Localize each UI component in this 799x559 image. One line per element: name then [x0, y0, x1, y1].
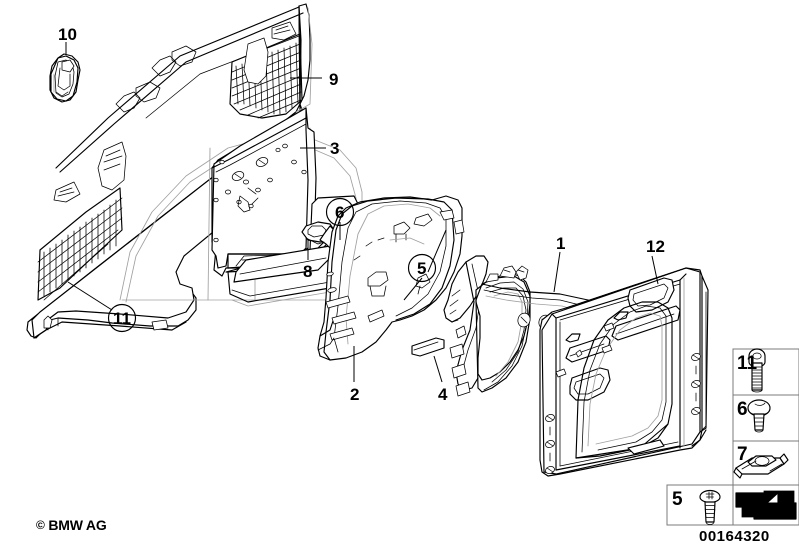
bracket-fastener-holes	[213, 143, 307, 243]
part-12-inner-frame	[539, 267, 709, 477]
callout-4: 4	[438, 385, 448, 404]
spring-nut-clip-icon	[733, 453, 789, 479]
flange-bolt-icon	[747, 399, 771, 433]
part-10-corner-bracket	[49, 53, 81, 103]
callout-9: 9	[329, 70, 339, 89]
callout-6: 6	[335, 203, 345, 222]
callout-11: 11	[113, 309, 131, 328]
callout-1: 1	[556, 234, 566, 253]
callout-5: 5	[417, 259, 427, 278]
frame-right-fastener-holes	[691, 353, 701, 415]
part-9-rib-structure	[229, 21, 303, 119]
callout-8: 8	[303, 262, 313, 281]
callout-3: 3	[330, 139, 340, 158]
copyright-symbol: ©	[36, 518, 45, 532]
hex-socket-bolt-icon	[748, 348, 766, 393]
part-5-hinge-strip	[443, 255, 489, 397]
callout-10: 10	[58, 25, 77, 44]
part-2-inner-trim-shell	[317, 195, 465, 361]
legend-number-7: 7	[737, 444, 748, 465]
phillips-screw-icon	[699, 489, 721, 525]
callout-12: 12	[646, 237, 665, 256]
arrow-marker-glyph	[735, 492, 797, 520]
legend-number-6: 6	[737, 399, 748, 420]
part-11-lower-rib-structure	[37, 141, 127, 301]
leader-lines	[65, 42, 659, 383]
frame-left-fastener-holes	[545, 414, 555, 474]
legend-number-5: 5	[672, 489, 683, 510]
legend-grid	[666, 348, 799, 526]
legend-number-11: 11	[737, 353, 758, 374]
copyright-notice: © BMW AG	[36, 517, 107, 533]
diagram-part-number: 00164320	[699, 528, 770, 545]
copyright-owner: BMW AG	[48, 517, 107, 533]
part-4-oval-cover-clip	[411, 337, 445, 357]
callout-2: 2	[350, 385, 360, 404]
